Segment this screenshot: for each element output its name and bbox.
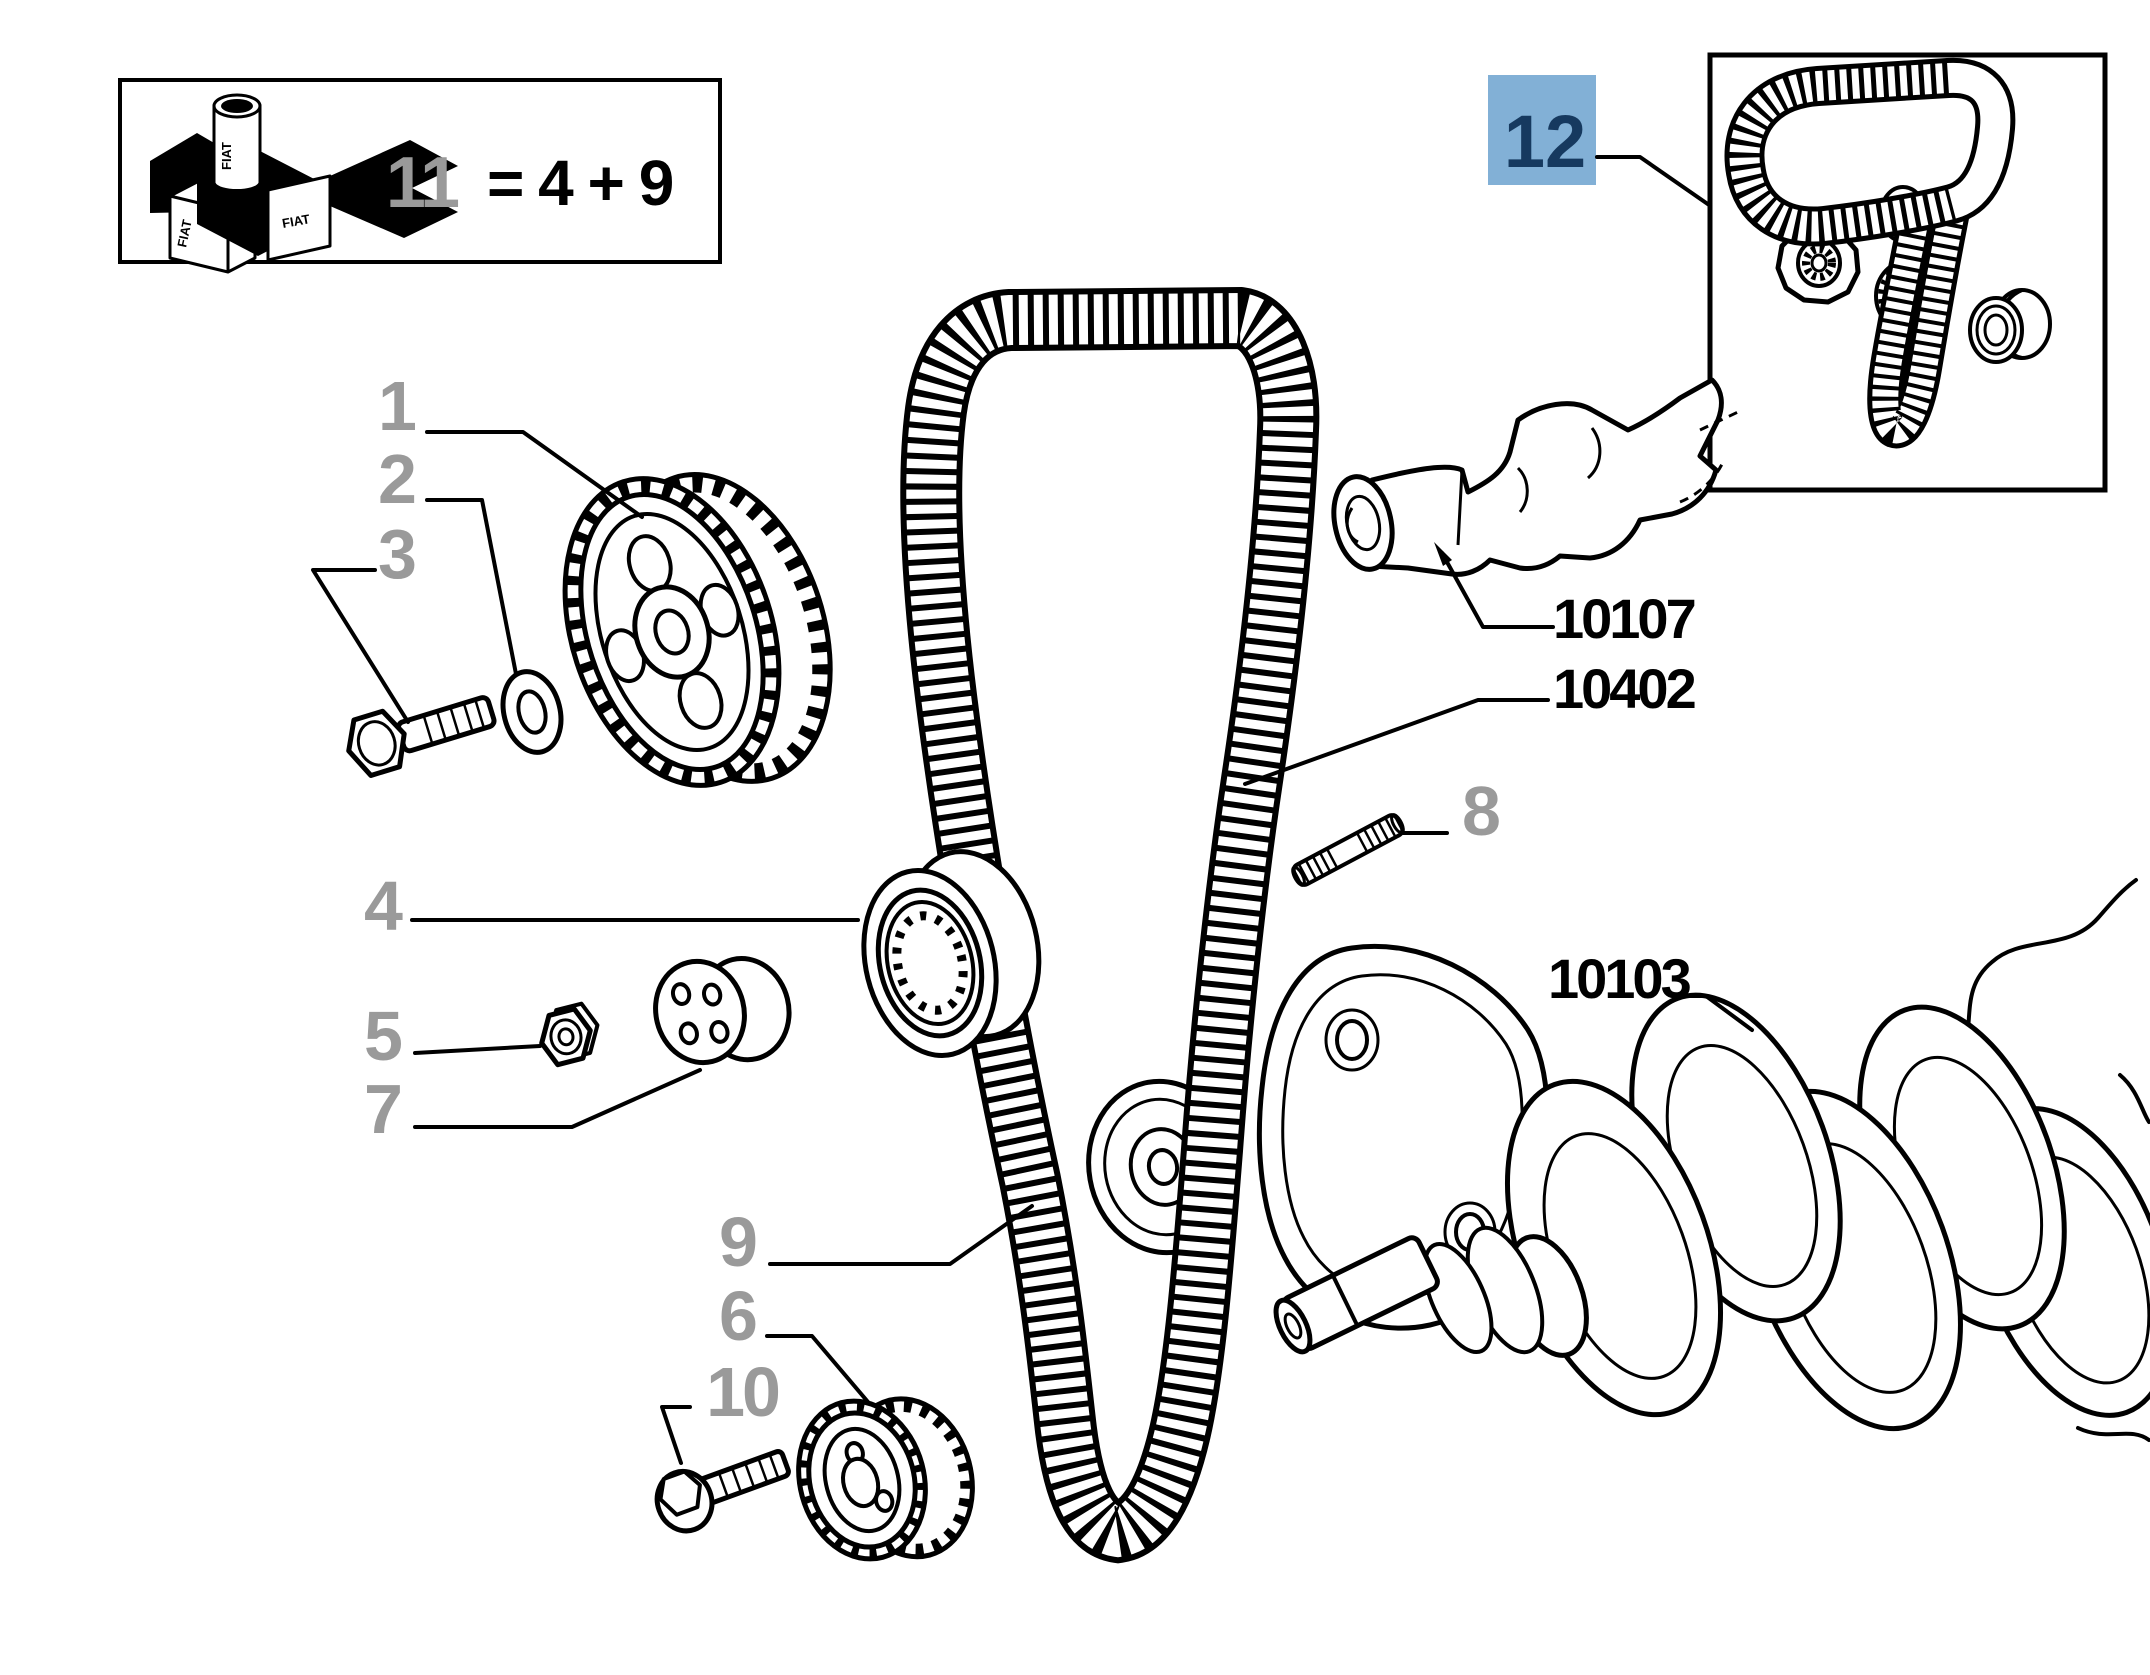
callout-7[interactable]: 7 <box>364 1070 403 1148</box>
crankshaft-bolt-drawing <box>654 1449 791 1534</box>
leader-line-10 <box>660 1405 692 1465</box>
bolt-drawing <box>346 695 497 778</box>
kit-timing-belt-drawing <box>1724 57 2016 449</box>
spacer-drawing <box>653 956 792 1066</box>
legend-formula-lhs: 11 <box>386 143 459 223</box>
camshaft-drawing <box>1331 377 1739 577</box>
callout-9[interactable]: 9 <box>719 1203 759 1281</box>
leader-line-9 <box>768 1204 1034 1266</box>
callout-8[interactable]: 8 <box>1462 772 1502 850</box>
callout-3[interactable]: 3 <box>378 515 418 593</box>
callout-10[interactable]: 10 <box>706 1353 782 1431</box>
leader-line-5 <box>413 1044 542 1055</box>
callout-6[interactable]: 6 <box>719 1277 759 1355</box>
leader-line-2 <box>425 498 518 676</box>
part-number-10107[interactable]: 10107 <box>1553 587 1698 650</box>
stud-drawing <box>1291 813 1405 887</box>
highlight-12-box[interactable]: 12 <box>1488 75 1596 185</box>
part-number-10402[interactable]: 10402 <box>1553 657 1698 720</box>
leader-line-12 <box>1595 155 1714 209</box>
crankshaft-drawing <box>1273 878 2150 1442</box>
legend-formula-rhs: = 4 + 9 <box>487 147 673 219</box>
timing-belt-drawing <box>900 286 1320 1564</box>
highlight-12-label[interactable]: 12 <box>1504 100 1586 183</box>
leader-line-1 <box>425 430 644 519</box>
callout-4[interactable]: 4 <box>364 867 406 945</box>
fiat-text-right: FIAT <box>281 211 311 231</box>
leader-line-10107 <box>1434 542 1555 629</box>
callout-5[interactable]: 5 <box>364 997 404 1075</box>
nut-drawing <box>539 1001 600 1068</box>
washer-drawing <box>500 669 564 755</box>
kit-inset-box <box>1707 52 2108 493</box>
tensioner-pulley-drawing <box>861 849 1042 1059</box>
fiat-text-left: FIAT <box>174 218 194 248</box>
callout-1[interactable]: 1 <box>378 367 418 445</box>
kit-idler-roller <box>1968 288 2052 364</box>
fiat-parts-logo: FIAT FIAT FIAT <box>150 93 458 274</box>
leader-line-10402 <box>1243 698 1550 786</box>
leader-line-10103 <box>1678 994 1754 1032</box>
legend-box: FIAT FIAT FIAT 11 = 4 + 9 <box>118 78 722 274</box>
crankshaft-nose <box>1273 1235 1440 1355</box>
leader-line-7 <box>413 1068 702 1129</box>
crankshaft-sprocket-drawing <box>796 1396 975 1562</box>
leader-line-3 <box>311 568 410 724</box>
callout-2[interactable]: 2 <box>378 440 418 518</box>
part-number-10103[interactable]: 10103 <box>1548 947 1694 1010</box>
leader-line-6 <box>765 1334 870 1404</box>
camshaft-sprocket-drawing <box>562 472 833 788</box>
fiat-text-cylinder: FIAT <box>219 142 234 170</box>
